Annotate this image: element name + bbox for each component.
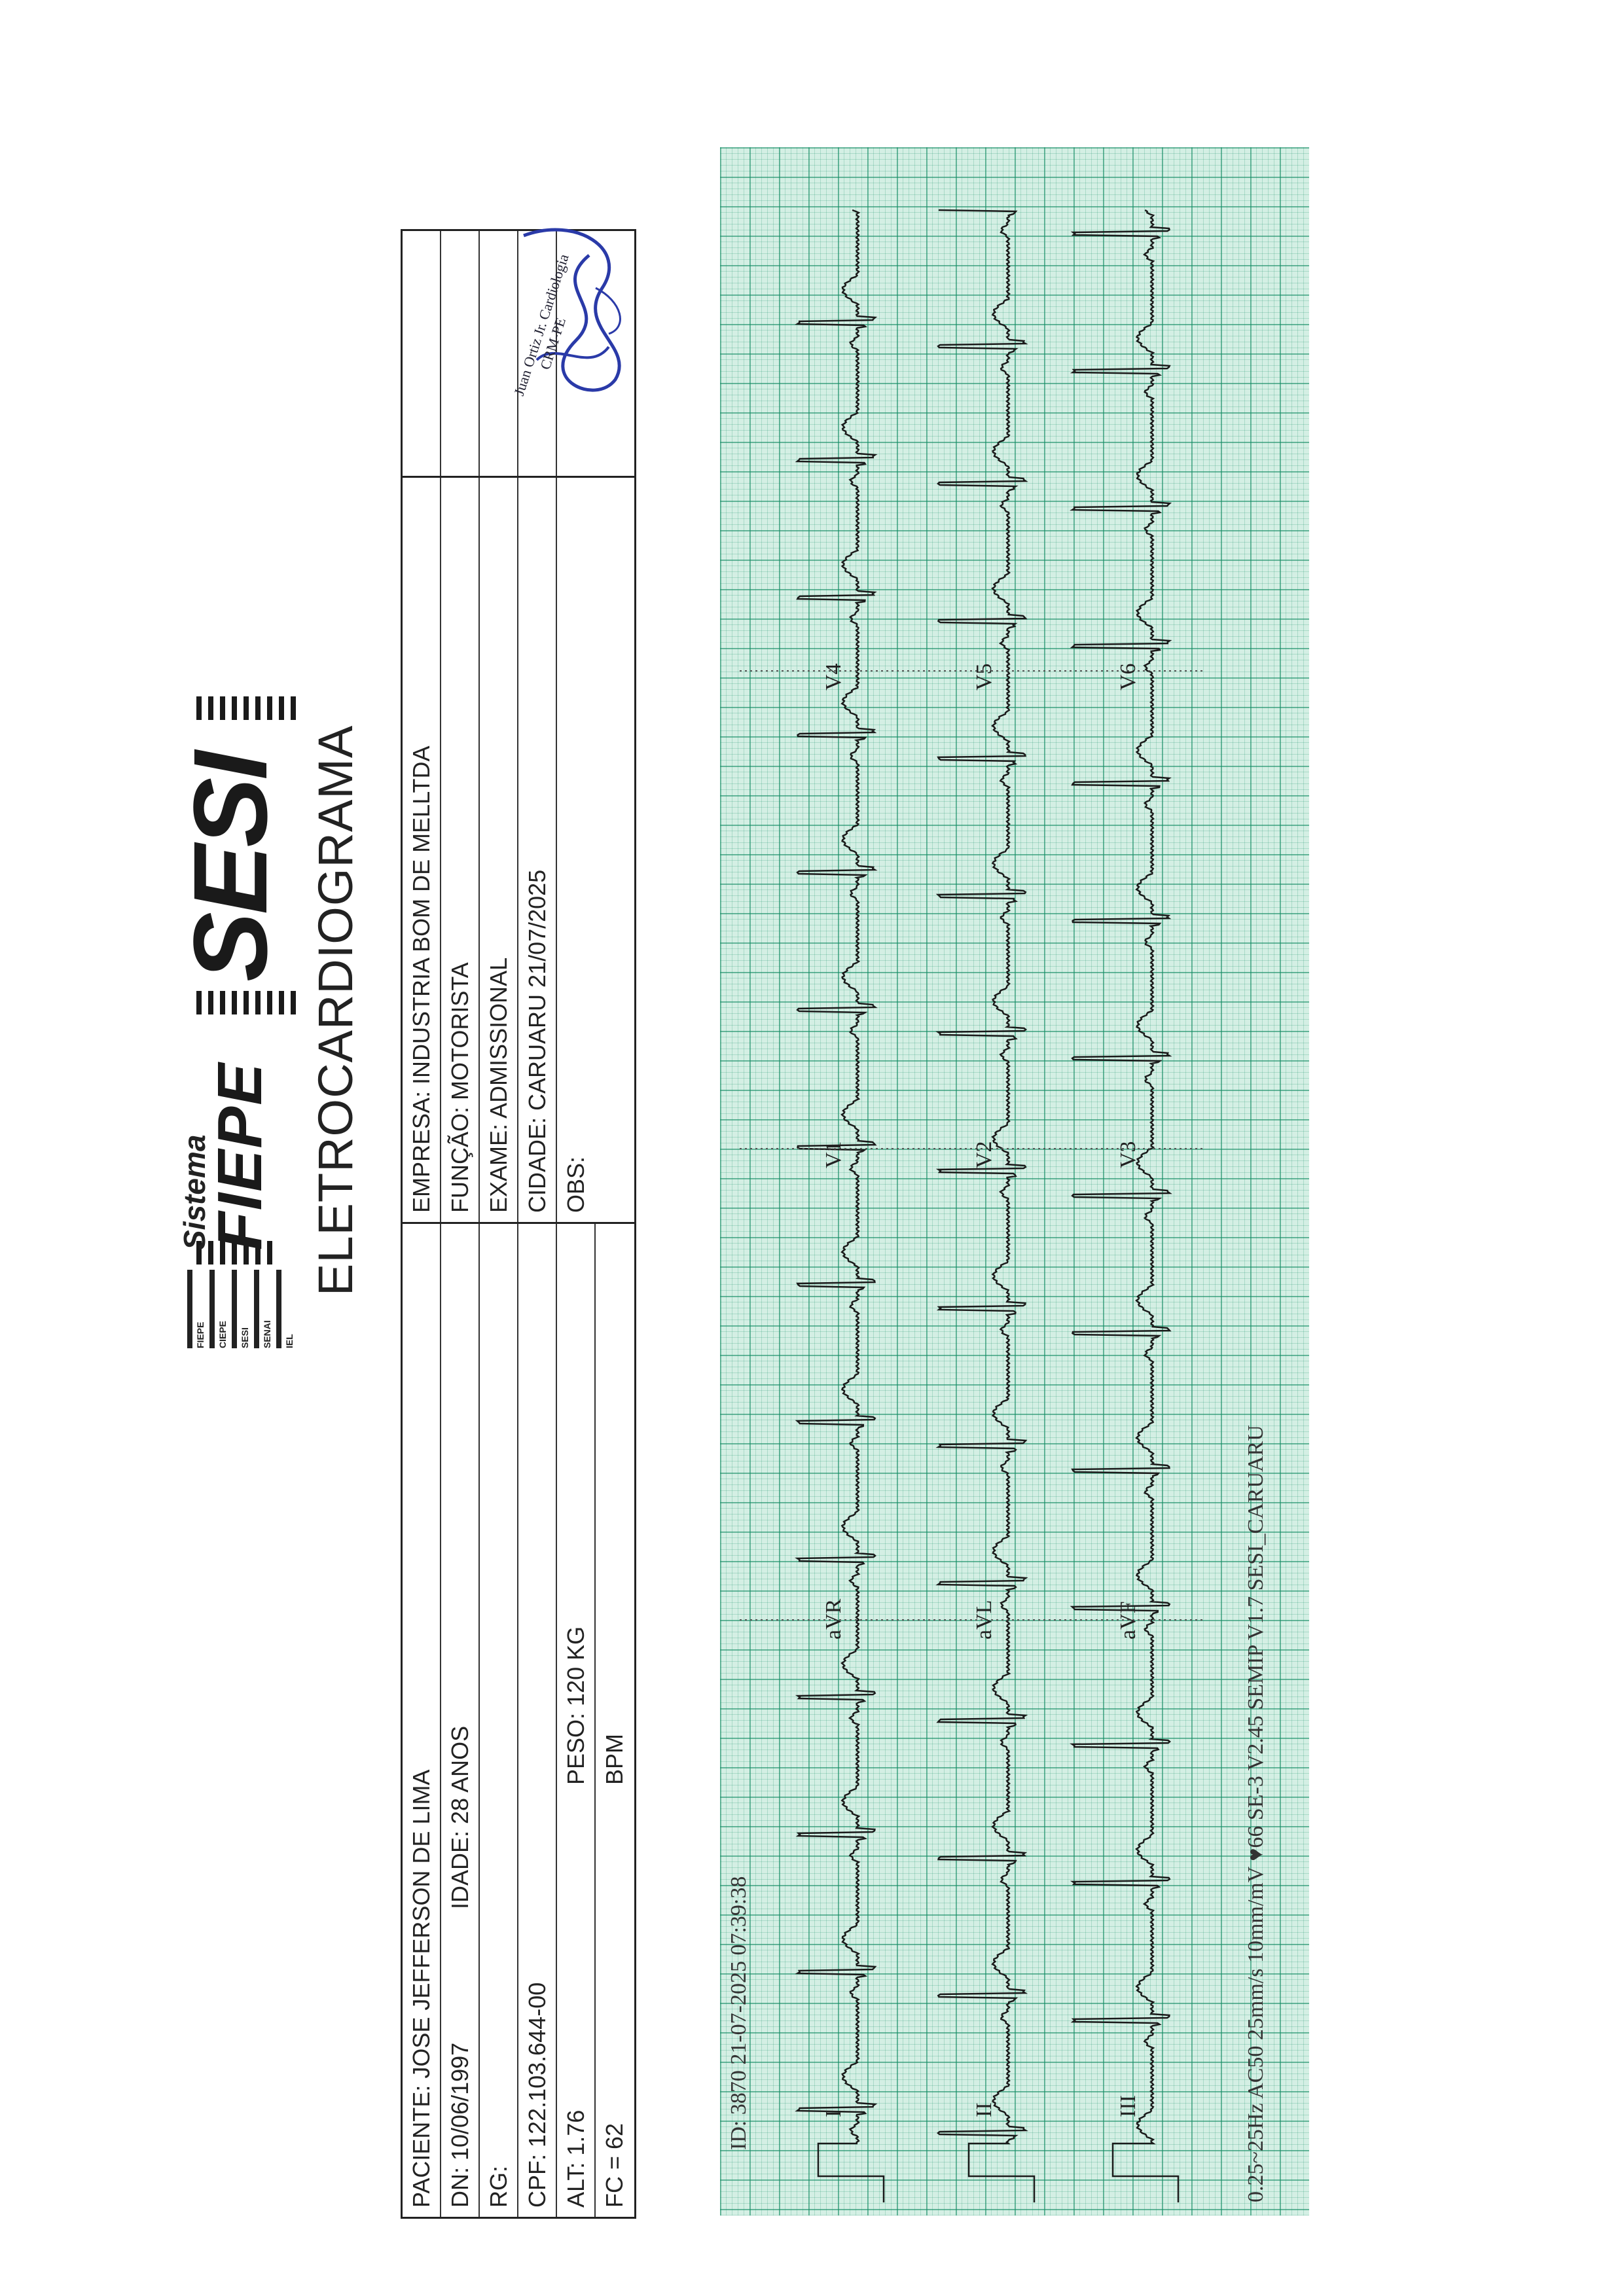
patient-bpm-unit: BPM [601, 1733, 628, 1785]
lead-label-V1: V1 [821, 1141, 846, 1168]
patient-dn-row: DN: 10/06/1997 IDADE: 28 ANOS [441, 1224, 480, 2217]
patient-dn-field: DN: 10/06/1997 [446, 2042, 473, 2208]
lead-label-aVL: aVL [972, 1600, 996, 1640]
lead-label-V3: V3 [1116, 1141, 1140, 1168]
ecg-trace-row-2 [935, 209, 1036, 2202]
patient-alt-row: ALT: 1.76 PESO: 120 KG [557, 1224, 596, 2217]
lead-label-aVR: aVR [821, 1598, 846, 1640]
logo-sesi-text: SESI [171, 753, 289, 982]
logo-bars-icon [196, 991, 302, 1014]
patient-fc-row: FC = 62 BPM [596, 1224, 634, 2217]
lead-label-I: I [821, 2109, 846, 2117]
exam-obs-field: OBS: [562, 1156, 589, 1213]
exam-column: EMPRESA: INDUSTRIA BOM DE MELLTDA FUNÇÃO… [403, 476, 634, 1222]
lead-label-V6: V6 [1116, 663, 1140, 691]
patient-info-table: PACIENTE: JOSE JEFFERSON DE LIMA DN: 10/… [401, 229, 636, 2219]
exam-company-field: EMPRESA: INDUSTRIA BOM DE MELLTDA [403, 478, 441, 1222]
patient-rg-field: RG: [480, 1224, 518, 2217]
document-header: FIEPE CIEPE SESI SENAI IEL Sistema FIEPE… [170, 681, 380, 1348]
lead-label-aVF: aVF [1116, 1601, 1140, 1640]
logo-fiepe-text: FIEPE [205, 1062, 275, 1250]
ecg-trace-row-1 [795, 209, 885, 2202]
doctor-stamp: Juan Ortiz Jr. Cardiologia CRM-PE [497, 209, 648, 406]
ecg-strip: ID: 3870 21-07-2025 07:39:38 0.25~25Hz A… [720, 147, 1309, 2215]
exam-function-field: FUNÇÃO: MOTORISTA [441, 478, 480, 1222]
patient-age-field: IDADE: 28 ANOS [446, 1725, 473, 1909]
patient-height-field: ALT: 1.76 [562, 2109, 589, 2208]
lead-label-V4: V4 [821, 663, 846, 691]
patient-heart-rate-field: FC = 62 [601, 2123, 628, 2208]
lead-label-III: III [1116, 2095, 1140, 2117]
page-title: ELETROCARDIOGRAMA [308, 725, 363, 1296]
patient-name-field: PACIENTE: JOSE JEFFERSON DE LIMA [403, 1224, 441, 2217]
exam-city-field: CIDADE: CARUARU 21/07/2025 [518, 478, 557, 1222]
lead-label-V5: V5 [972, 663, 996, 691]
patient-column: PACIENTE: JOSE JEFFERSON DE LIMA DN: 10/… [403, 1222, 634, 2217]
ecg-footer-info: 0.25~25Hz AC50 25mm/s 10mm/mV ♥66 SE-3 V… [1244, 1425, 1268, 2202]
exam-type-field: EXAME: ADMISSIONAL [480, 478, 518, 1222]
logo-bars-icon [196, 696, 302, 720]
ecg-traces [740, 209, 1204, 2202]
fiepe-system-logo-icon: FIEPE CIEPE SESI SENAI IEL [183, 1270, 296, 1348]
patient-weight-field: PESO: 120 KG [562, 1626, 589, 1785]
signature-icon [523, 228, 621, 392]
patient-cpf-field: CPF: 122.103.644-00 [518, 1224, 557, 2217]
ecg-trace-row-3 [1070, 209, 1180, 2202]
lead-label-V2: V2 [972, 1141, 996, 1168]
lead-label-II: II [972, 2102, 996, 2117]
ecg-header-info: ID: 3870 21-07-2025 07:39:38 [727, 1876, 751, 2150]
